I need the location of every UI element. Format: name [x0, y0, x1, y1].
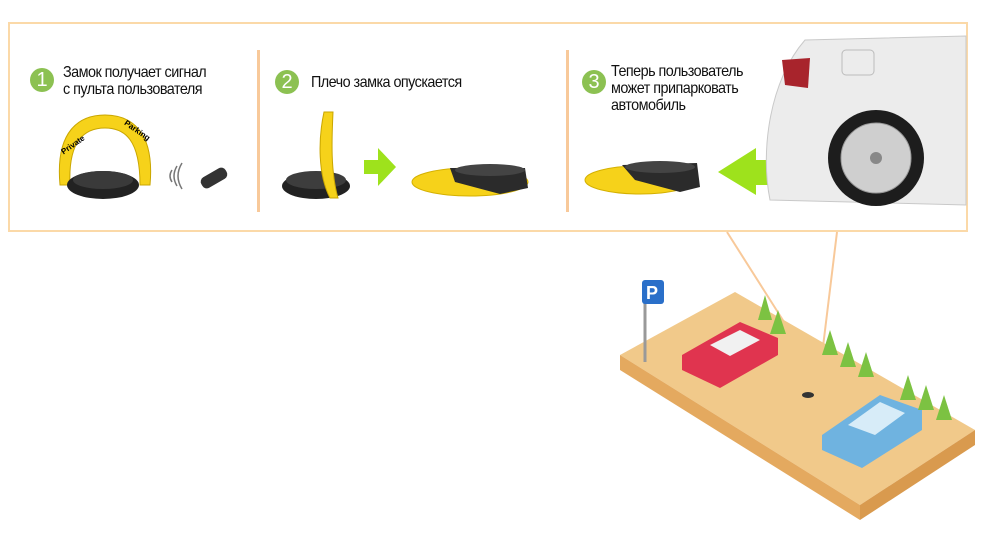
parking-sign-label: P [646, 283, 658, 303]
step-2-number: 2 [275, 70, 299, 94]
parking-sign [642, 280, 664, 304]
step-1-number: 1 [30, 68, 54, 92]
step-1-text: Замок получает сигнал с пульта пользоват… [63, 64, 207, 98]
trees [758, 295, 952, 420]
red-car [682, 322, 778, 388]
step-1-line: с пульта пользователя [63, 81, 203, 98]
arrow-left-icon [718, 148, 782, 195]
arrow-right-icon [364, 148, 396, 186]
step-3-line: автомобиль [611, 97, 686, 114]
step-3-text: Теперь пользователь может припарковать а… [611, 63, 743, 114]
parking-lock-small [802, 392, 814, 398]
step-2-line: Плечо замка опускается [311, 74, 462, 91]
step-1-line: Замок получает сигнал [63, 64, 207, 81]
step-3-number: 3 [582, 70, 606, 94]
step-3-line: Теперь пользователь [611, 63, 743, 80]
step-2-text: Плечо замка опускается [311, 74, 462, 91]
divider [257, 50, 260, 212]
step-3-line: может припарковать [611, 80, 739, 97]
blue-car [822, 395, 922, 468]
divider [566, 50, 569, 212]
